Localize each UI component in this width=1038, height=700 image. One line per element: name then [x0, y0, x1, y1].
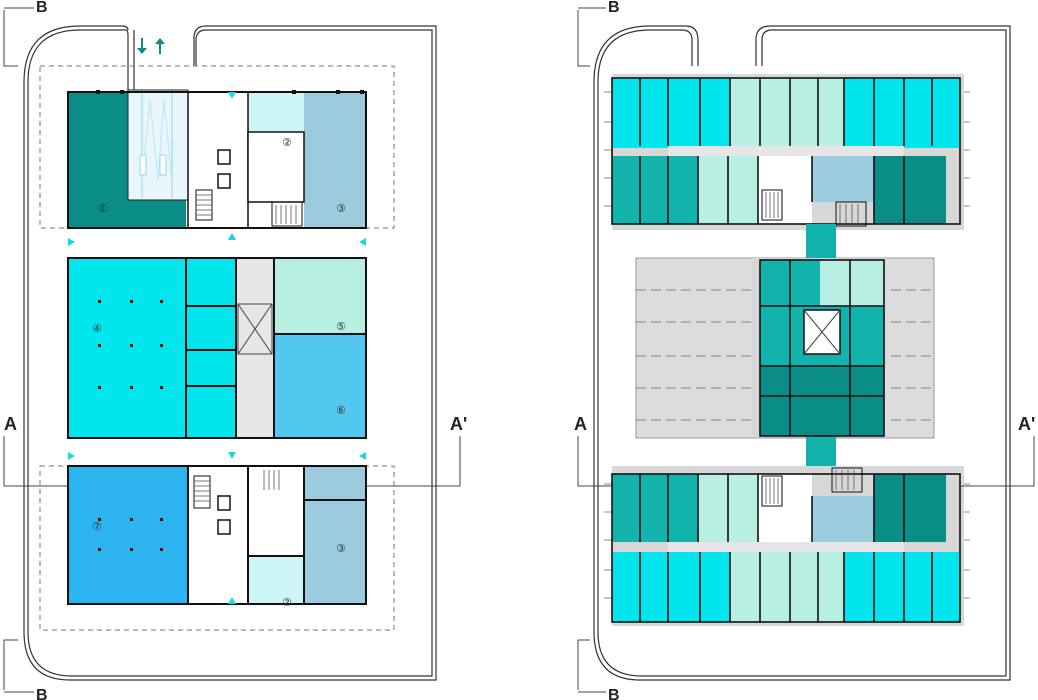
entrance-triangle-icon	[68, 92, 366, 604]
right-section-mark-right: A'	[1018, 414, 1035, 434]
ramp	[127, 89, 189, 201]
left-zone-labels: ① ② ③ ④ ⑤ ⑥ ⑦ ③ ②	[92, 136, 346, 609]
left-bottom-block	[67, 465, 367, 605]
zone-label-4: ④	[92, 322, 102, 335]
left-top-block	[67, 89, 367, 229]
right-bottom-block	[611, 466, 964, 626]
right-plan: B B A A'	[574, 0, 1035, 700]
left-section-lines	[3, 7, 461, 693]
zone-3-top	[304, 92, 366, 192]
right-section-marks: B B A A'	[574, 0, 1035, 700]
zone-label-3-top: ③	[336, 202, 346, 215]
left-plan: ① ② ③ ④ ⑤ ⑥ ⑦ ③ ② B B A A'	[3, 0, 467, 700]
right-section-mark-left: A	[574, 414, 587, 434]
left-section-marks: B B A A'	[4, 0, 467, 700]
zone-label-6: ⑥	[336, 404, 346, 417]
exit-arrow-up-icon	[155, 38, 165, 54]
zone-label-7: ⑦	[92, 520, 102, 533]
zone-2-top	[248, 92, 304, 132]
zone-label-2-bottom: ②	[282, 596, 292, 609]
zone-5	[274, 258, 366, 334]
section-mark-bottom: B	[36, 687, 48, 700]
section-mark-top: B	[36, 0, 48, 16]
entry-arrow-down-icon	[137, 38, 147, 54]
section-mark-right: A'	[450, 414, 467, 434]
left-site-boundary	[23, 25, 437, 681]
right-top-block	[611, 74, 964, 230]
right-site-boundary	[593, 25, 1011, 681]
left-middle-block	[67, 257, 367, 439]
zone-label-3-bottom: ③	[336, 542, 346, 555]
right-section-mark-top: B	[608, 0, 620, 16]
bottom-corridor	[668, 542, 904, 552]
top-corridor	[668, 146, 904, 156]
zone-label-1: ①	[98, 202, 108, 215]
right-central-tower	[752, 224, 886, 466]
zone-label-2-top: ②	[282, 136, 292, 149]
zone-6	[274, 334, 366, 438]
zone-4	[68, 258, 186, 438]
zone-3-bottom	[304, 466, 366, 604]
zone-7	[68, 466, 188, 604]
zone-label-5: ⑤	[336, 320, 346, 333]
section-mark-left: A	[4, 414, 17, 434]
zone-2-bottom	[248, 556, 304, 604]
right-section-lines	[577, 7, 1035, 693]
right-section-mark-bottom: B	[608, 687, 620, 700]
zone-1-parking	[68, 92, 128, 228]
